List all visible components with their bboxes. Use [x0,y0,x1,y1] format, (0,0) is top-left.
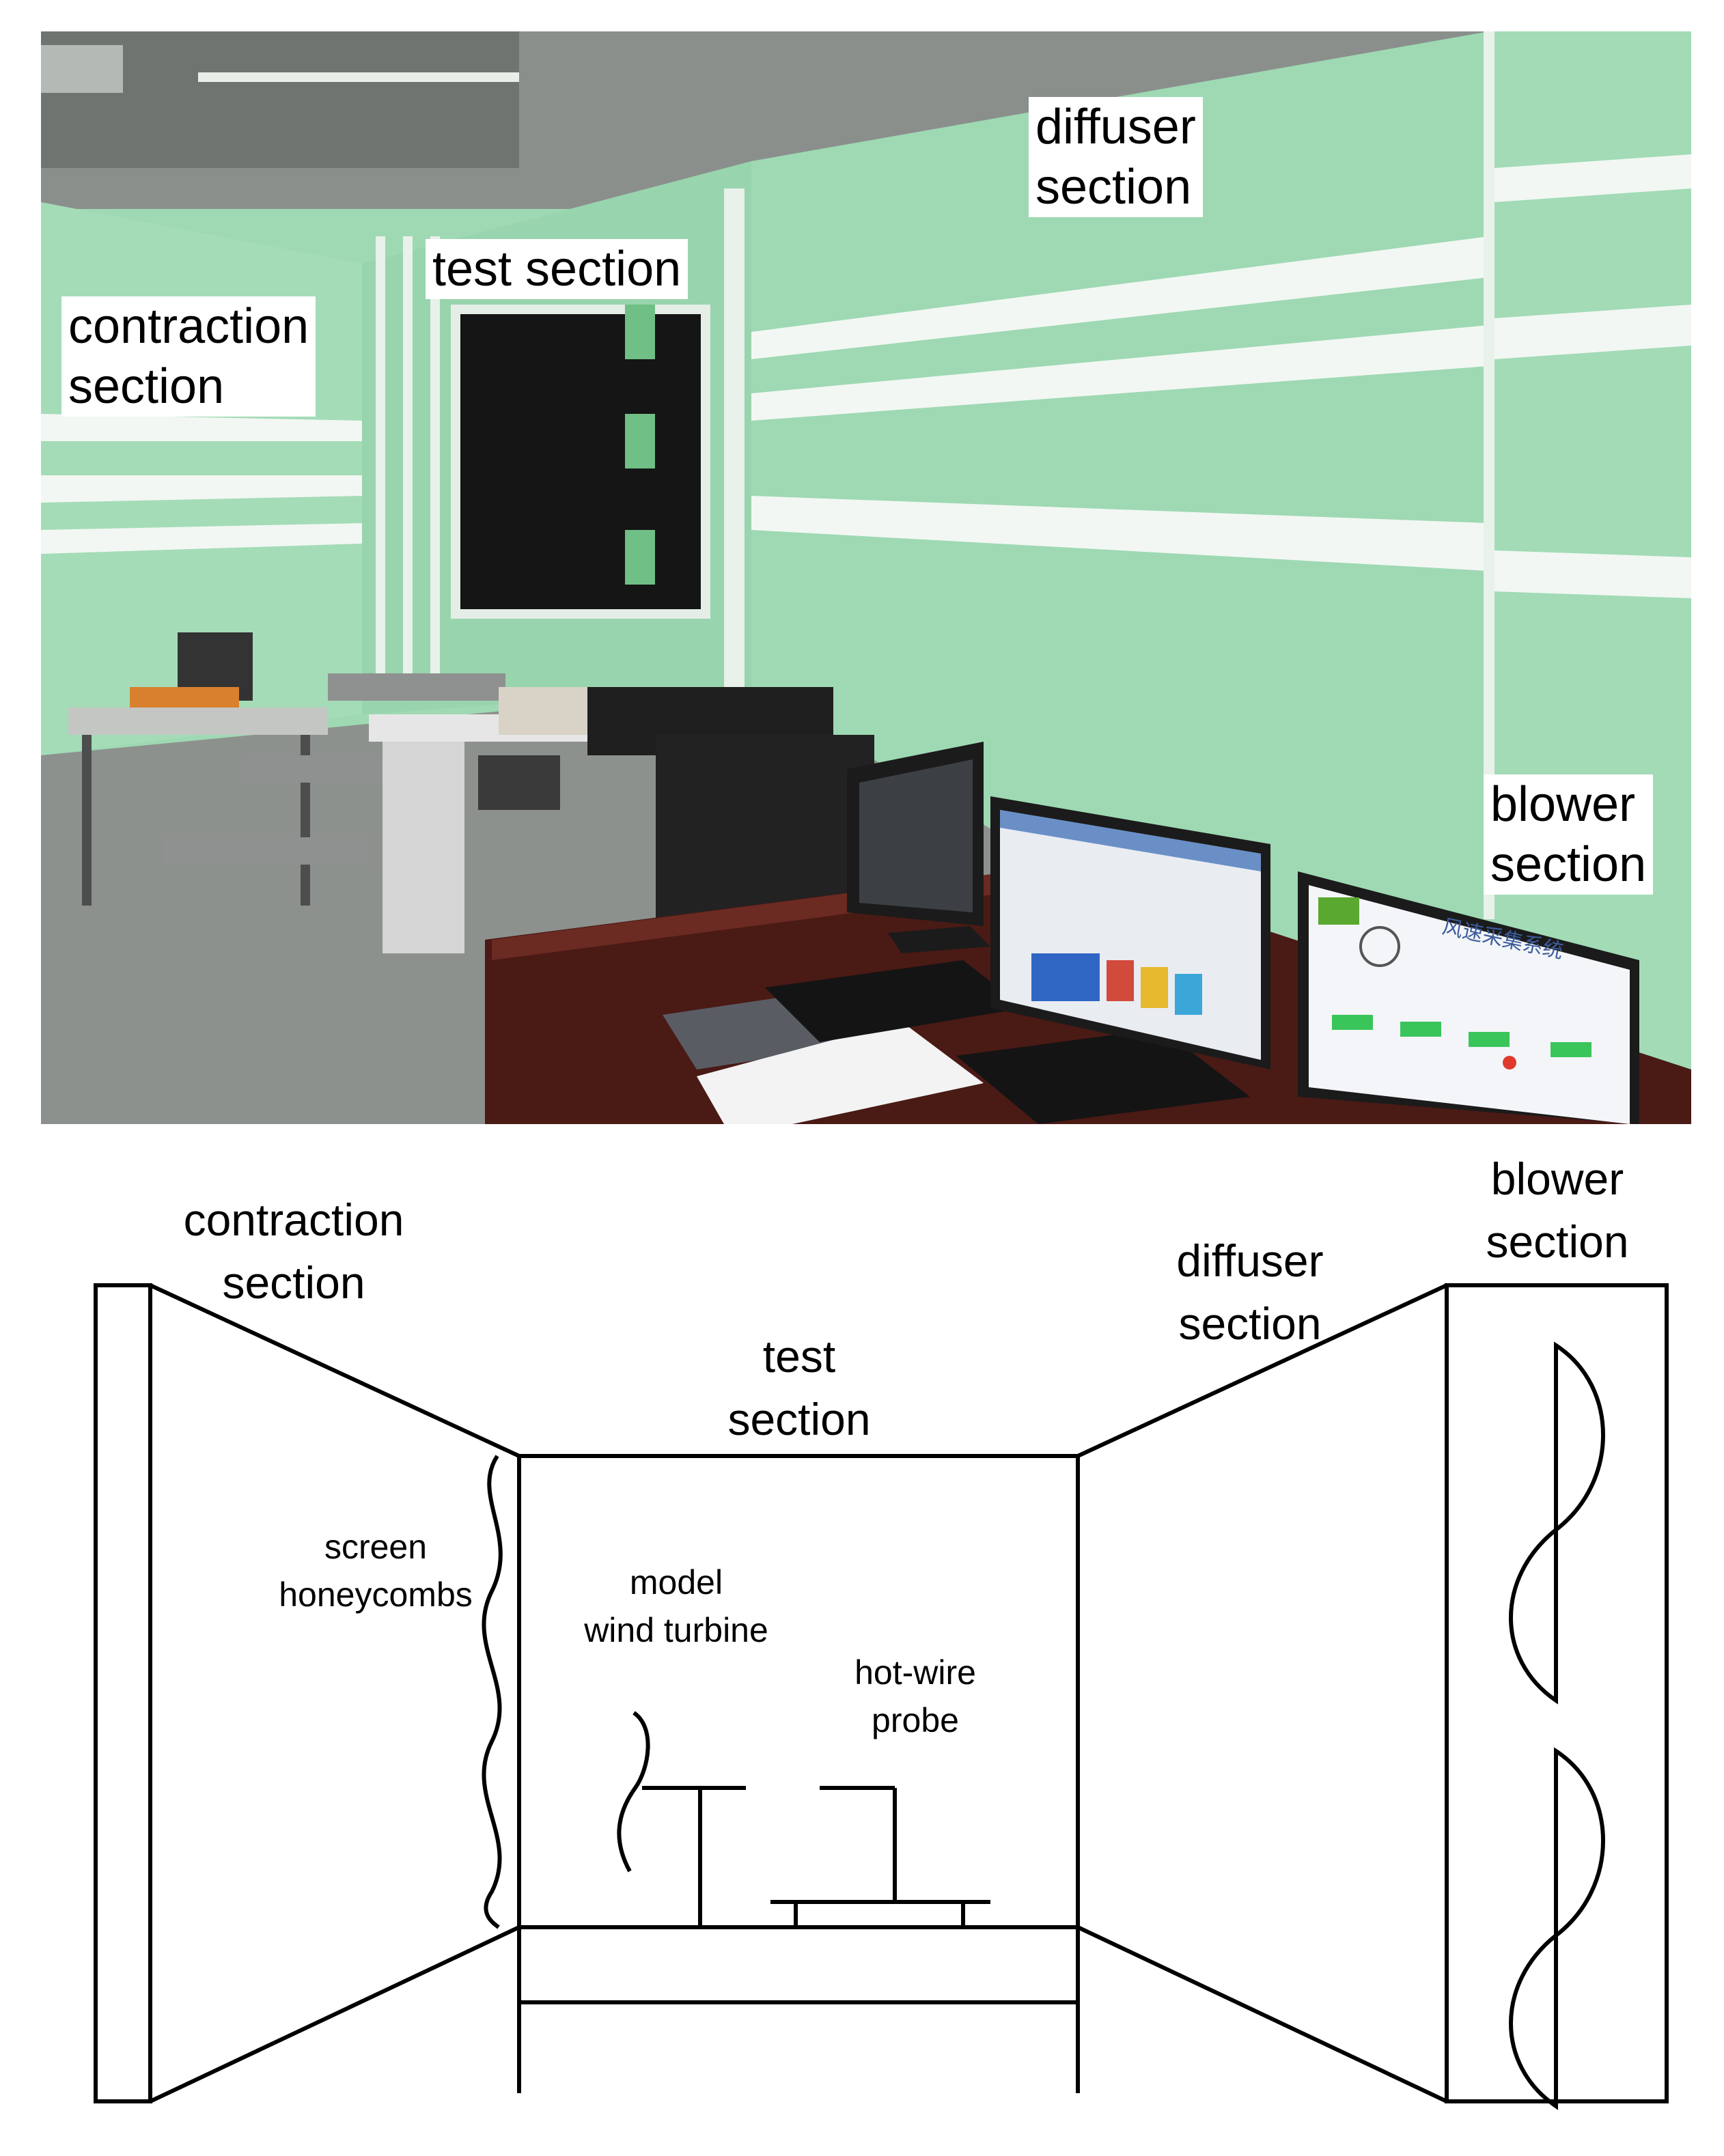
monitor-3-status-3 [1469,1032,1510,1047]
inlet-frame [94,1283,152,2103]
diffuser-stripe-2 [751,325,1489,421]
tools-on-bench [130,687,239,708]
diagram-label-test: test section [727,1331,871,1444]
monitor-2-tile-blue [1031,953,1100,1001]
diagram-label-probe: hot-wire probe [854,1653,976,1739]
monitor-3-alarm [1503,1056,1516,1069]
frame-rail-3 [430,236,440,701]
step-middle [246,755,396,783]
hinge-bottom [625,530,655,585]
monitor-3-status-1 [1332,1015,1373,1030]
contraction-top-edge [149,1283,520,1458]
contraction-stripe-2 [41,475,362,503]
wind-tunnel-schematic: contraction section test section diffuse… [0,1127,1724,2156]
diffuser-stripe-3 [751,496,1489,571]
photo-label-diffuser: diffuser section [1029,97,1203,217]
hinge-top [625,305,655,359]
document-binder [697,1022,984,1124]
contraction-stripe-3 [41,523,362,554]
keyboard-2 [956,1028,1250,1124]
power-supply [478,755,560,810]
blower-stripe-2 [1494,305,1691,359]
table-top [517,1925,1080,2004]
monitor-2-tile-cyan [1175,974,1202,1015]
screen-honeycombs [482,1455,503,1929]
monitor-3-status-4 [1551,1042,1591,1057]
monitor-1-stand [888,926,990,953]
diagram-label-turbine: model wind turbine [584,1563,768,1649]
diffuser-top-edge [1076,1283,1448,1458]
step-upper [328,673,505,701]
monitor-2-titlebar [1000,810,1261,871]
blower-stripe-1 [1494,154,1691,202]
monitor-3-status-2 [1400,1022,1441,1037]
schematic-drawing [94,1283,1669,2110]
diffuser-bottom-edge [1076,1925,1448,2103]
ceiling-vent [41,45,123,93]
test-section-window [460,314,701,609]
left-bench-top [68,708,328,735]
diffuser-stripe-1 [751,236,1489,359]
frame-rail-4 [724,188,745,694]
photo-label-contraction: contraction section [61,296,316,417]
diagram-label-blower: blower section [1486,1153,1629,1267]
fan-blade-upper [1509,1341,1605,1705]
monitor-1-screen [859,759,973,912]
diagram-label-contraction: contraction section [183,1194,404,1308]
wind-tunnel-photo: 风速采集系统 diffuser section test section con… [41,31,1691,1124]
hinge-middle [625,414,655,468]
blower-stripe-3 [1494,550,1691,598]
photo-label-test: test section [426,239,689,299]
frame-rail-1 [376,236,385,701]
contraction-bottom-edge [149,1925,520,2103]
keyboard-1 [765,960,1025,1042]
diagram-label-diffuser: diffuser section [1176,1235,1324,1349]
diagram-label-screen: screen honeycombs [279,1528,473,1614]
turbine-blade [617,1711,650,1873]
contraction-stripe-1 [41,414,362,441]
cart-cabinet [383,742,464,953]
monitor-3-screen [1309,885,1630,1124]
blower-seam [1484,31,1494,919]
monitor-3-logo [1318,897,1359,925]
monitor-2-tile-red [1107,960,1134,1001]
monitor-3-gauge [1359,926,1400,967]
photo-illustration: 风速采集系统 [41,31,1691,1124]
bench-leg-1 [82,735,92,906]
photo-label-blower: blower section [1484,774,1654,895]
step-lower [164,837,369,865]
ceiling-light [198,72,519,82]
frame-rail-2 [403,236,413,701]
diffuser-wall [751,31,1489,1124]
monitor-2-tile-yellow [1141,967,1168,1008]
fan-blade-lower [1509,1747,1605,2110]
